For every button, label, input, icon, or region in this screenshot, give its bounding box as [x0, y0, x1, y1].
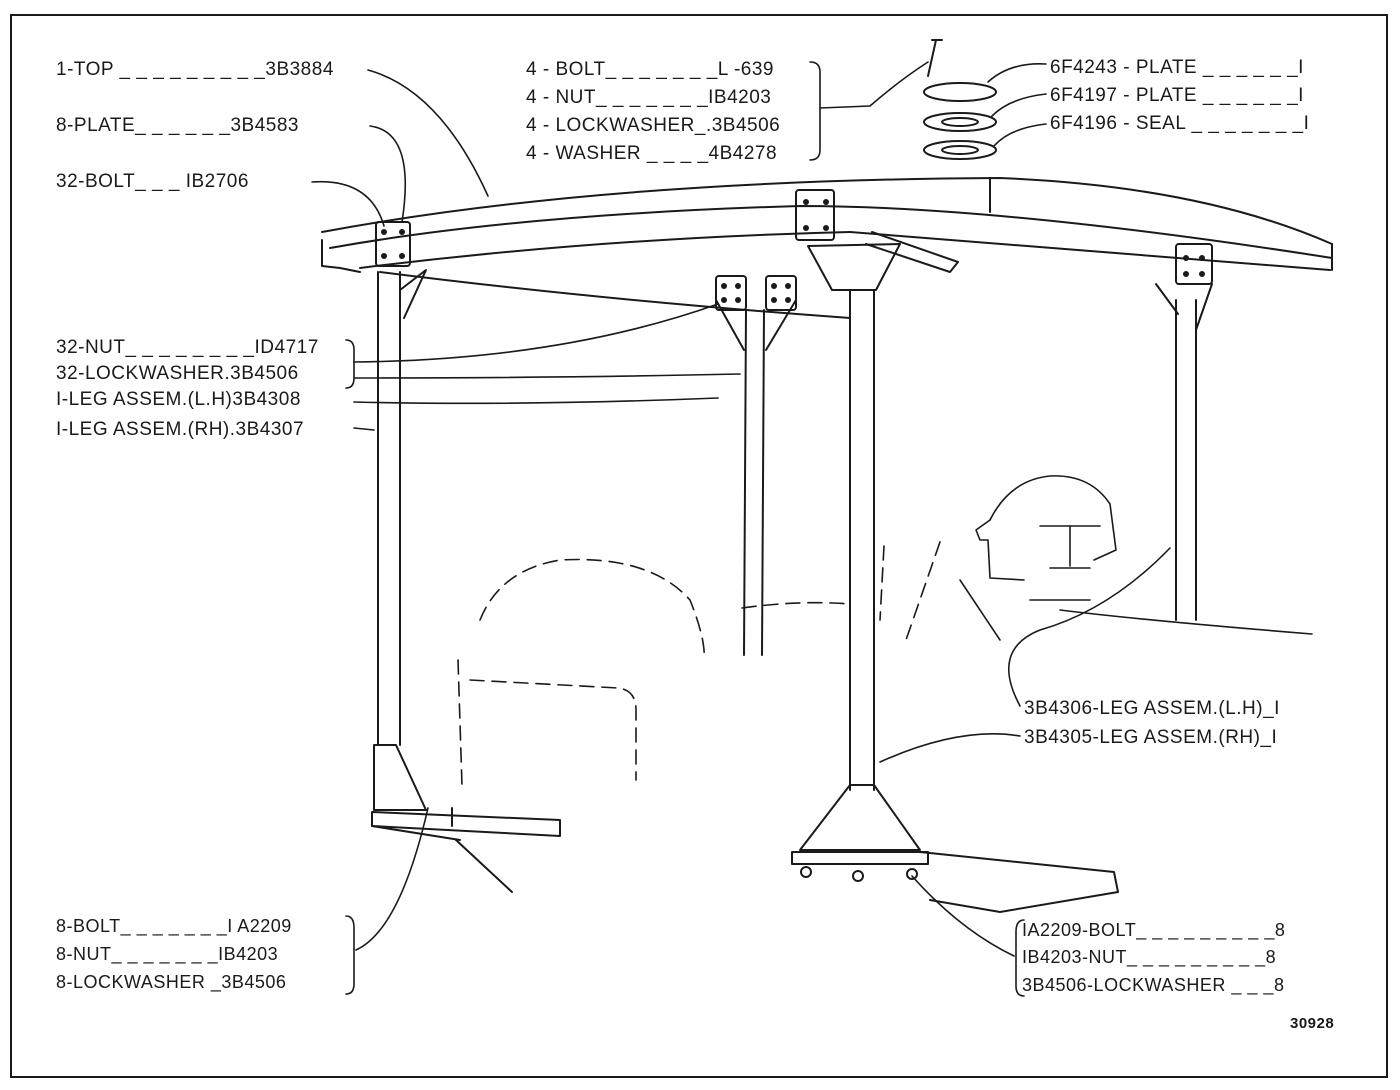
callout-lockwasher: 32-LOCKWASHER.3B4506: [56, 363, 299, 384]
callout-plate-6f4197: 6F4197 - PLATE _ _ _ _ _ _I: [1050, 85, 1304, 106]
drawing-frame: [10, 14, 1388, 1078]
leg-bases: [373, 744, 929, 882]
callout-hub-bolt: 4 - BOLT_ _ _ _ _ _ _L -639: [526, 59, 774, 80]
callout-braces: [345, 61, 1025, 997]
callout-base-lockwasher: 8-LOCKWASHER _3B4506: [56, 972, 287, 992]
callout-seal-6f4196: 6F4196 - SEAL _ _ _ _ _ _ _I: [1050, 113, 1310, 134]
callout-hub-lockwasher: 4 - LOCKWASHER_.3B4506: [526, 115, 781, 136]
callout-hub-washer: 4 - WASHER _ _ _ _4B4278: [526, 143, 778, 164]
callout-base-nut: 8-NUT_ _ _ _ _ _ _IB4203: [56, 944, 279, 964]
legs: [377, 269, 1213, 791]
bolt-dots: [381, 199, 1205, 303]
callout-plate-6f4243: 6F4243 - PLATE _ _ _ _ _ _I: [1050, 57, 1304, 78]
callout-foot-nut: IB4203-NUT_ _ _ _ _ _ _ _ _8: [1022, 947, 1277, 967]
figure-number: 30928: [1290, 1015, 1335, 1032]
callout-base-bolt: 8-BOLT_ _ _ _ _ _ _I A2209: [56, 916, 292, 936]
callout-nut: 32-NUT_ _ _ _ _ _ _ _ID4717: [56, 337, 319, 358]
callout-foot-lockwasher: 3B4506-LOCKWASHER _ _ _8: [1022, 975, 1285, 995]
callout-rear-leg-rh: 3B4305-LEG ASSEM.(RH)_I: [1024, 727, 1278, 748]
callout-bolt: 32-BOLT_ _ _ IB2706: [56, 171, 249, 192]
callout-plate: 8-PLATE_ _ _ _ _ _3B4583: [56, 115, 299, 136]
center-hub: [807, 231, 959, 291]
callout-foot-bolt: IA2209-BOLT_ _ _ _ _ _ _ _ _8: [1022, 920, 1286, 940]
base-rail: [371, 807, 1119, 913]
callout-rear-leg-lh: 3B4306-LEG ASSEM.(L.H)_I: [1024, 698, 1280, 719]
callout-leg-lh: I-LEG ASSEM.(L.H)3B4308: [56, 389, 301, 410]
callout-leg-rh: I-LEG ASSEM.(RH).3B4307: [56, 419, 305, 440]
leader-lines: [311, 61, 1171, 957]
callout-hub-nut: 4 - NUT_ _ _ _ _ _ _IB4203: [526, 87, 772, 108]
hub-hardware: [923, 39, 997, 160]
canopy-top: [321, 177, 1333, 319]
callout-top: 1-TOP _ _ _ _ _ _ _ _ _3B3884: [56, 59, 334, 80]
operator-silhouette: [959, 475, 1313, 641]
corner-plates: [375, 189, 1213, 311]
vehicle-outline: [457, 541, 941, 787]
